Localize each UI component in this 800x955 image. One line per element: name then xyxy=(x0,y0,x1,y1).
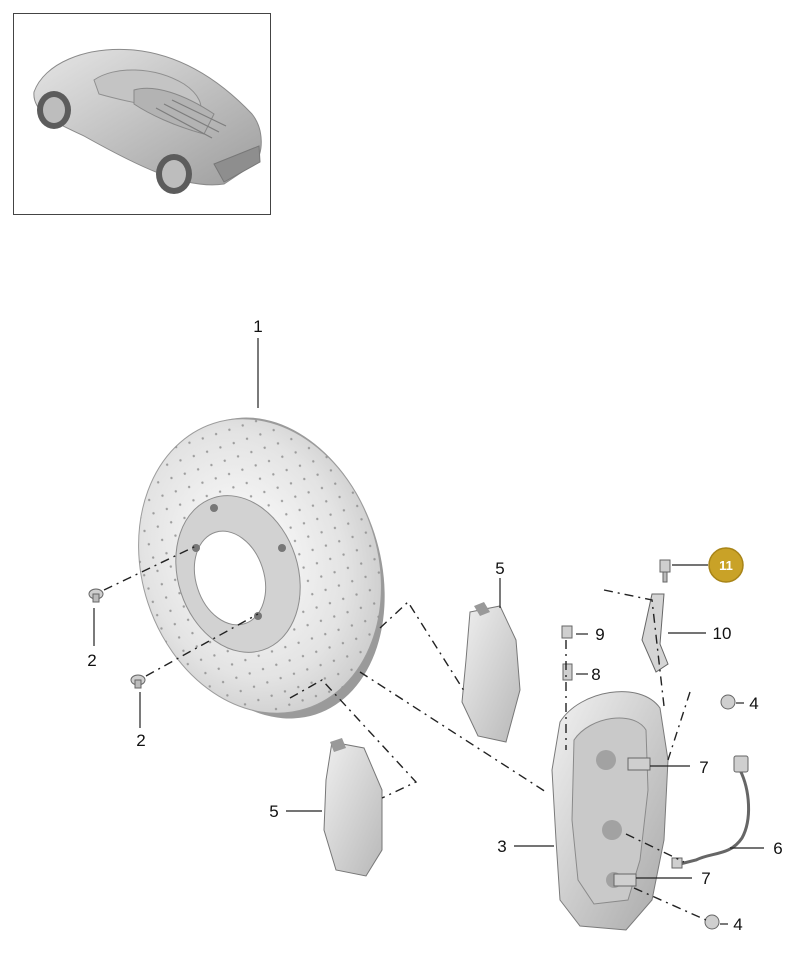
car-illustration xyxy=(33,48,262,194)
bracket-part-10 xyxy=(641,593,669,673)
callout-6: 6 xyxy=(773,839,782,858)
callout-7-lower-clip: 7 xyxy=(701,869,710,888)
callout-4-upper-nut: 4 xyxy=(749,694,758,713)
valve-part-8 xyxy=(562,663,573,681)
callout-11[interactable]: 11 xyxy=(719,558,733,573)
clip-part-7-lower xyxy=(613,873,637,887)
brake-disc xyxy=(138,417,385,719)
callout-3: 3 xyxy=(497,837,506,856)
callout-8: 8 xyxy=(591,665,600,684)
callout-5-upper-pad: 5 xyxy=(495,559,504,578)
brake-pad-upper xyxy=(461,602,521,743)
assembly-lines xyxy=(103,545,707,921)
bleed-screw-part-9 xyxy=(561,625,573,639)
nut-part-4-upper xyxy=(720,694,736,710)
callout-7-upper-clip: 7 xyxy=(699,758,708,777)
wear-sensor-part-6 xyxy=(671,755,751,869)
callout-5-lower-pad: 5 xyxy=(269,802,278,821)
callout-9: 9 xyxy=(595,625,604,644)
bolt-part-2-upper xyxy=(88,588,104,603)
screw-part-11 xyxy=(659,559,671,583)
callout-1: 1 xyxy=(253,317,262,336)
brake-caliper xyxy=(551,691,669,931)
bolt-part-2-lower xyxy=(130,674,146,689)
callout-2-upper-bolt: 2 xyxy=(87,651,96,670)
brake-pad-lower xyxy=(323,738,383,877)
callout-4-lower-nut: 4 xyxy=(733,915,742,934)
clip-part-7-upper xyxy=(627,757,651,771)
vehicle-thumbnail xyxy=(13,13,271,215)
nut-part-4-lower xyxy=(704,914,720,930)
callout-11-badge[interactable]: 11 xyxy=(708,547,744,583)
callout-2-lower-bolt: 2 xyxy=(136,731,145,750)
callout-10: 10 xyxy=(713,624,732,643)
leader-lines xyxy=(93,338,764,925)
